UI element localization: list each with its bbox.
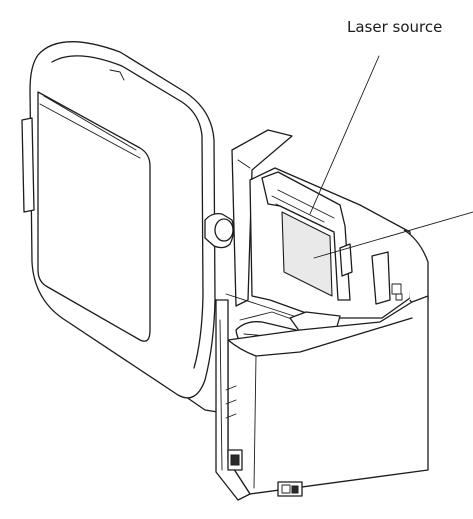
laser-source-leader bbox=[309, 55, 380, 215]
open-cover bbox=[21, 41, 235, 399]
second-leader bbox=[313, 211, 473, 259]
leader-lines bbox=[309, 55, 473, 259]
laser-window bbox=[281, 211, 333, 297]
front-panel bbox=[215, 295, 429, 501]
laser-source-label: Laser source bbox=[347, 18, 443, 36]
